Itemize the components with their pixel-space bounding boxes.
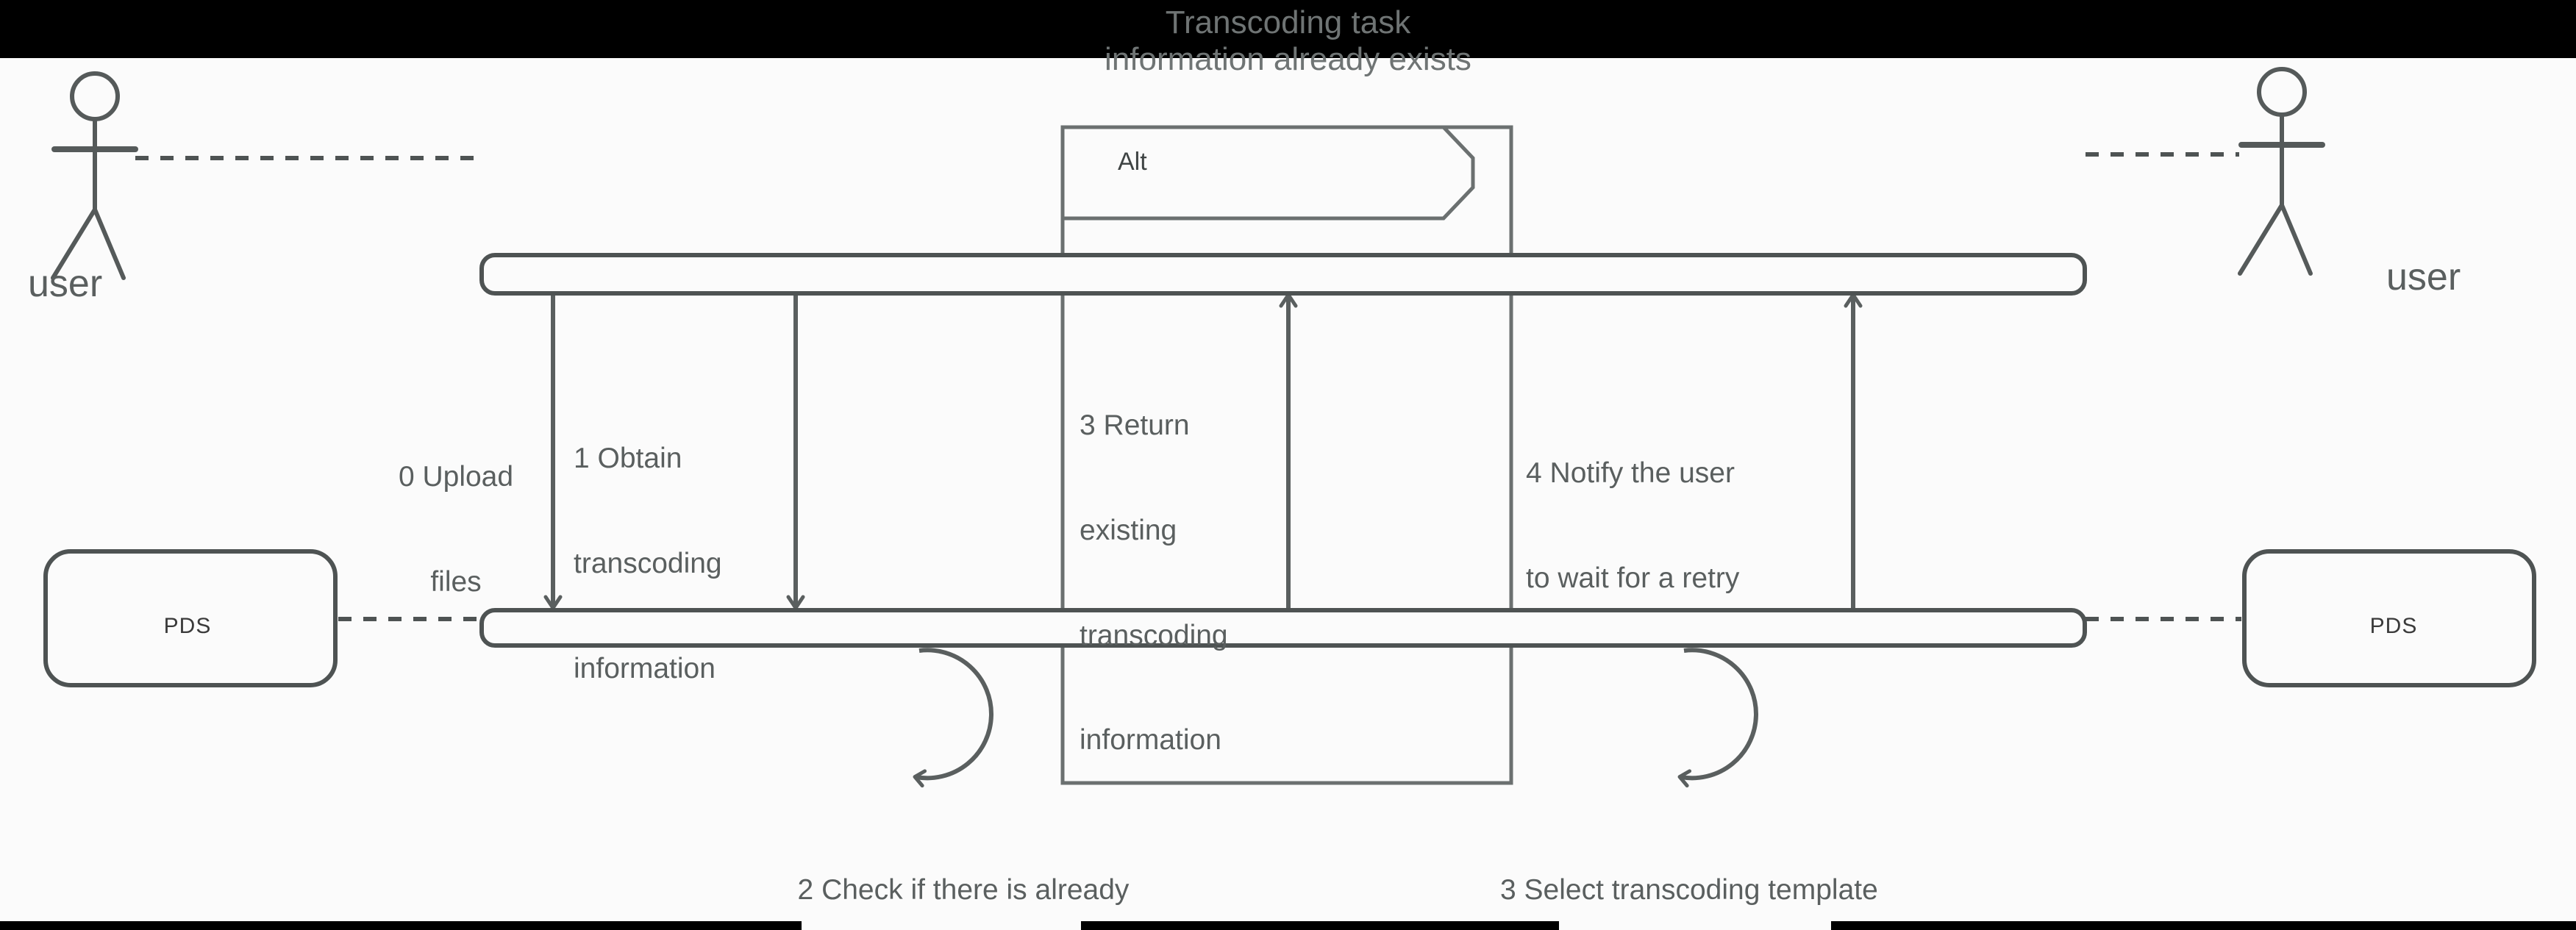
message-label-4-line-2: to wait for a retry bbox=[1526, 562, 1740, 594]
message-label-4: 4 Notify the user to wait for a retry bbox=[1526, 386, 1835, 666]
pds-left-label: PDS bbox=[163, 614, 212, 638]
self-call-caption-left: 2 Check if there is already transcoding … bbox=[684, 803, 1243, 930]
alt-fragment-operator-label: Alt bbox=[1118, 148, 1147, 176]
message-label-3-line-2: existing bbox=[1080, 514, 1177, 546]
message-label-4-line-1: 4 Notify the user bbox=[1526, 457, 1735, 490]
diagram-title-line-2: information already exists bbox=[1105, 41, 1471, 77]
message-label-0-line-1: 0 Upload bbox=[398, 461, 514, 493]
self-call-caption-right: 3 Select transcoding template Initiate a… bbox=[1500, 803, 2236, 930]
self-call-loop-right bbox=[1677, 648, 1758, 788]
message-label-0-line-2: files bbox=[430, 565, 482, 598]
pds-right-label: PDS bbox=[2369, 614, 2418, 638]
message-arrows bbox=[543, 293, 1863, 610]
actor-left-figure bbox=[51, 71, 138, 280]
message-label-1-line-3: information bbox=[574, 652, 716, 684]
actor-right-figure bbox=[2238, 67, 2325, 276]
pds-left-node bbox=[43, 549, 338, 687]
pds-lifeline-bar bbox=[479, 608, 2087, 648]
self-call-loops bbox=[913, 648, 1758, 788]
bottom-letterbox-segment-3 bbox=[1831, 921, 2576, 930]
message-label-3-line-4: information bbox=[1080, 724, 1221, 756]
message-label-1: 1 Obtain transcoding information bbox=[574, 371, 802, 756]
bottom-letterbox-segment-2 bbox=[1081, 921, 1559, 930]
message-label-0: 0 Upload files bbox=[364, 390, 548, 670]
bottom-letterbox-segment-1 bbox=[0, 921, 802, 930]
message-label-3-return: 3 Return existing transcoding informatio… bbox=[1080, 338, 1315, 828]
self-call-caption-right-line-1: 3 Select transcoding template bbox=[1500, 874, 1878, 906]
top-letterbox-band bbox=[0, 0, 2576, 58]
message-label-1-line-2: transcoding bbox=[574, 547, 722, 579]
actor-right-label: user bbox=[2386, 256, 2461, 298]
pds-right-node bbox=[2242, 549, 2536, 687]
user-lifeline-bar bbox=[479, 253, 2087, 296]
self-call-caption-left-line-1: 2 Check if there is already bbox=[797, 874, 1130, 906]
message-label-1-line-1: 1 Obtain bbox=[574, 443, 682, 475]
diagram-title-line-1: Transcoding task bbox=[1165, 4, 1411, 40]
message-label-3-line-1: 3 Return bbox=[1080, 409, 1190, 442]
actor-left-label: user bbox=[28, 262, 103, 305]
message-label-3-line-3: transcoding bbox=[1080, 619, 1228, 651]
self-call-loop-left bbox=[913, 648, 993, 788]
alt-fragment bbox=[1060, 125, 1513, 785]
